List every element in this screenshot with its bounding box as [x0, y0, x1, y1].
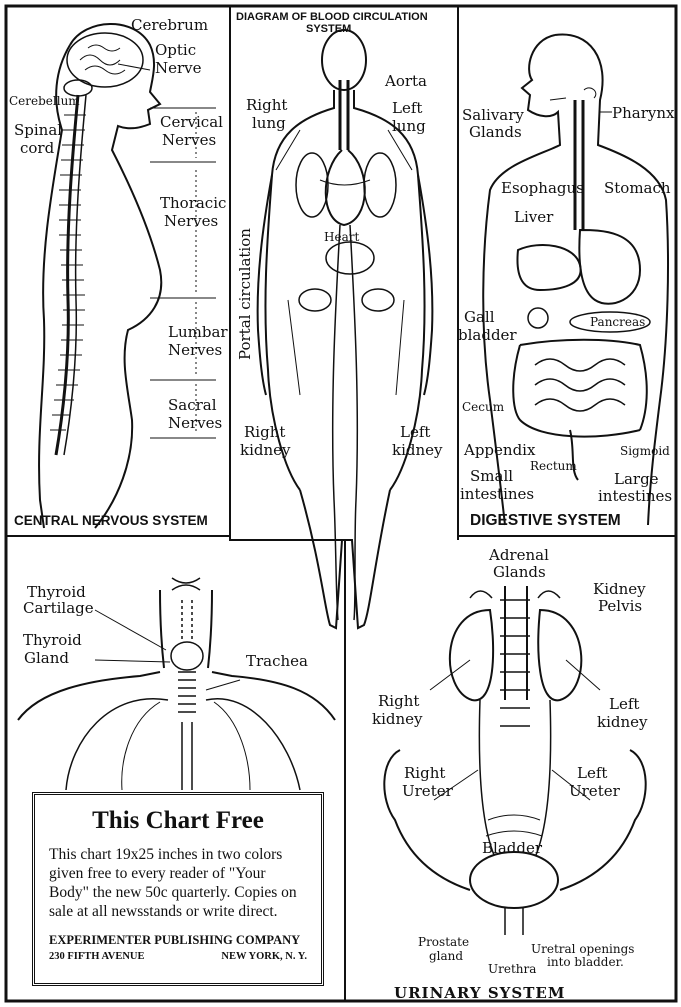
label-gall-1: Gall — [464, 308, 495, 326]
label-lumbar-1: Lumbar — [168, 323, 228, 341]
label-right-lung-2: lung — [252, 114, 286, 132]
label-left-kidney-1: Left — [609, 695, 639, 713]
label-sigmoid: Sigmoid — [620, 444, 670, 458]
label-thoracic-2: Nerves — [164, 212, 218, 230]
label-esophagus: Esophagus — [501, 179, 584, 197]
label-optic-1: Optic — [155, 41, 196, 59]
label-left-ureter-2: Ureter — [569, 782, 621, 800]
label-left-kidney-2: kidney — [392, 441, 443, 459]
label-salivary-1: Salivary — [462, 106, 524, 124]
label-cervical-1: Cervical — [160, 113, 223, 131]
label-portal: Portal circulation — [236, 228, 254, 360]
circulation-title-2: SYSTEM — [306, 23, 351, 35]
label-sacral-2: Nerves — [168, 414, 222, 432]
label-large-1: Large — [614, 470, 659, 488]
label-rectum: Rectum — [530, 459, 577, 473]
label-kidney-pelvis-1: Kidney — [593, 580, 646, 598]
ad-heading: This Chart Free — [49, 807, 307, 835]
label-left-kidney-2: kidney — [597, 713, 648, 731]
label-sacral-1: Sacral — [168, 396, 217, 414]
label-stomach: Stomach — [604, 179, 671, 197]
label-left-lung-1: Left — [392, 99, 422, 117]
label-spinal-2: cord — [20, 139, 55, 157]
label-thyroid-cartilage-2: Cartilage — [23, 599, 94, 617]
label-large-2: intestines — [598, 487, 672, 505]
label-right-ureter-1: Right — [404, 764, 445, 782]
label-openings-2: into bladder. — [547, 955, 624, 969]
label-left-lung-2: lung — [392, 117, 426, 135]
label-liver: Liver — [514, 208, 554, 226]
label-cecum: Cecum — [462, 400, 505, 414]
label-adrenal-2: Glands — [493, 563, 546, 581]
label-pancreas: Pancreas — [590, 315, 645, 329]
label-kidney-pelvis-2: Pelvis — [598, 597, 642, 615]
label-small-2: intestines — [460, 485, 534, 503]
label-left-ureter-1: Left — [577, 764, 607, 782]
label-aorta: Aorta — [384, 72, 427, 90]
label-right-lung-1: Right — [246, 96, 287, 114]
ad-address: 230 FIFTH AVENUE — [49, 951, 145, 962]
ad-city: NEW YORK, N. Y. — [221, 951, 307, 962]
label-cerebrum: Cerebrum — [131, 16, 208, 34]
label-right-ureter-2: Ureter — [402, 782, 454, 800]
label-prostate-2: gland — [429, 949, 463, 963]
label-bladder: Bladder — [482, 839, 543, 857]
label-trachea: Trachea — [246, 652, 308, 670]
label-right-kidney-2: kidney — [372, 710, 423, 728]
label-cervical-2: Nerves — [162, 131, 216, 149]
label-salivary-2: Glands — [469, 123, 522, 141]
ad-body: This chart 19x25 inches in two colors gi… — [49, 845, 307, 921]
ad-address-row: 230 FIFTH AVENUE NEW YORK, N. Y. — [49, 951, 307, 962]
urinary-labels: Adrenal Glands Kidney Pelvis Right kidne… — [372, 546, 648, 1002]
label-pharynx: Pharynx — [612, 104, 675, 122]
label-appendix: Appendix — [463, 441, 536, 459]
label-right-kidney-1: Right — [244, 423, 285, 441]
label-lumbar-2: Nerves — [168, 341, 222, 359]
label-thoracic-1: Thoracic — [160, 194, 226, 212]
label-right-kidney-1: Right — [378, 692, 419, 710]
circulation-title-1: DIAGRAM OF BLOOD CIRCULATION — [236, 11, 428, 23]
nervous-panel-title: CENTRAL NERVOUS SYSTEM — [14, 513, 208, 528]
label-adrenal-1: Adrenal — [488, 546, 549, 564]
label-thyroid-gland-2: Gland — [24, 649, 69, 667]
digestive-panel-title: DIGESTIVE SYSTEM — [470, 512, 621, 529]
label-heart: Heart — [324, 230, 359, 244]
label-left-kidney-1: Left — [400, 423, 430, 441]
label-right-kidney-2: kidney — [240, 441, 291, 459]
label-urethra: Urethra — [488, 962, 536, 976]
urinary-figure — [384, 586, 645, 935]
label-spinal-1: Spinal — [14, 121, 62, 139]
free-chart-ad: This Chart Free This chart 19x25 inches … — [32, 792, 324, 986]
label-cerebellum: Cerebellum — [9, 94, 80, 108]
label-prostate-1: Prostate — [418, 935, 469, 949]
label-optic-2: Nerve — [155, 59, 202, 77]
ad-publisher: EXPERIMENTER PUBLISHING COMPANY — [49, 933, 307, 948]
label-openings-1: Uretral openings — [531, 942, 634, 956]
label-small-1: Small — [470, 467, 513, 485]
respiratory-labels: Thyroid Cartilage Thyroid Gland Trachea — [23, 583, 308, 670]
nervous-labels: Cerebrum Optic Nerve Cerebellum Spinal c… — [9, 16, 228, 528]
label-thyroid-gland-1: Thyroid — [23, 631, 82, 649]
urinary-panel-title: URINARY SYSTEM — [394, 984, 565, 1002]
label-gall-2: bladder — [458, 326, 517, 344]
